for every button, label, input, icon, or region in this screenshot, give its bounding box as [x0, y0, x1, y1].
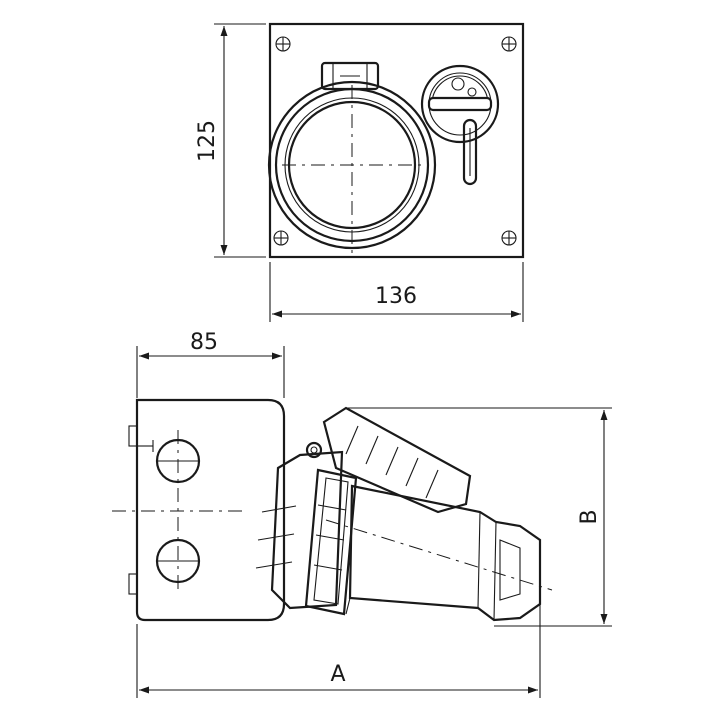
front-view: 125 136: [195, 22, 525, 322]
dimension-label-b: B: [577, 509, 602, 524]
dimension-depth-85: 85: [136, 330, 285, 398]
screw-top-right-icon: [501, 36, 517, 52]
dimension-label-85: 85: [190, 330, 218, 355]
screw-top-left-icon: [275, 36, 291, 52]
dimension-length-a: A: [136, 594, 541, 698]
enclosure-box: [135, 398, 286, 622]
dimension-label-a: A: [330, 662, 345, 687]
dimension-height-125: 125: [195, 23, 266, 258]
rotary-switch: [420, 64, 500, 186]
dimension-label-125: 125: [195, 120, 220, 162]
angled-socket: [255, 406, 553, 622]
screw-bottom-right-icon: [501, 230, 517, 246]
side-view: 85 A B: [112, 330, 612, 698]
dimension-label-136: 136: [375, 284, 417, 309]
socket-outlet: [267, 61, 437, 255]
dimension-height-b: B: [346, 407, 612, 627]
screw-bottom-left-icon: [273, 230, 289, 246]
dimension-width-136: 136: [269, 262, 524, 322]
mounting-plate: [268, 22, 525, 259]
